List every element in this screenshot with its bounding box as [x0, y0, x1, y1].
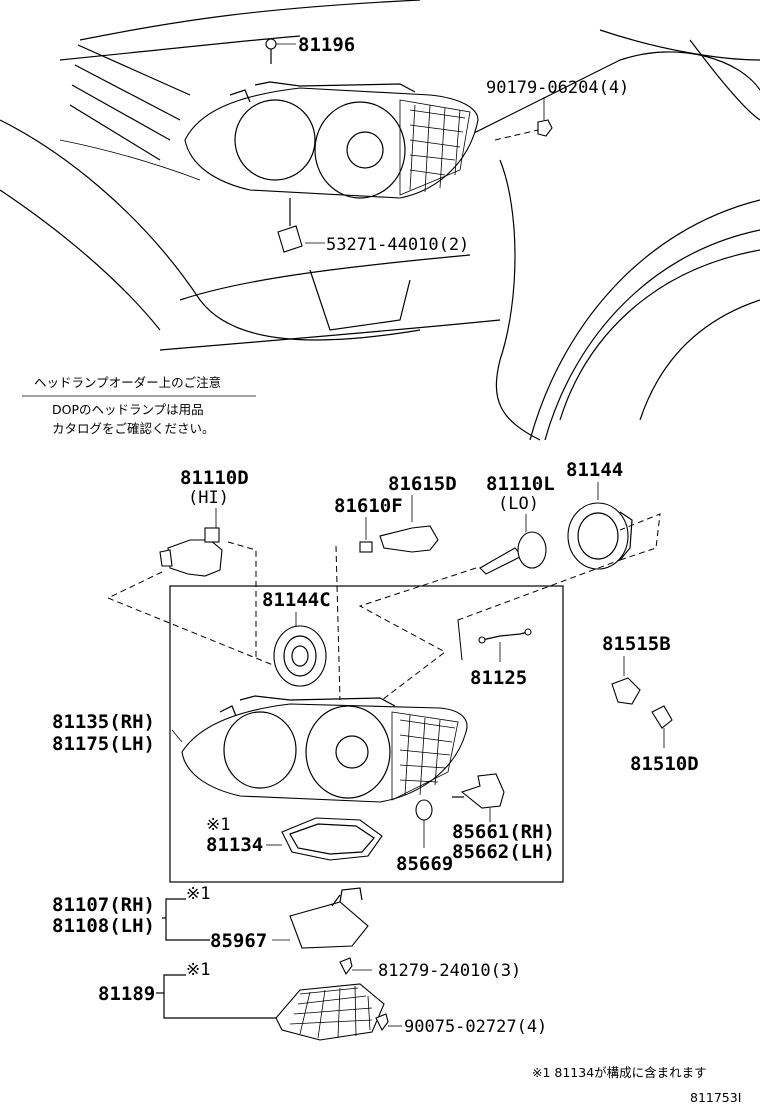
mark-1-c: ※1: [186, 960, 210, 980]
bulb-81615d: 81615D: [379, 473, 457, 553]
socket-81610f: 81610F: [334, 495, 403, 553]
part-label-81279: 81279-24010(3): [378, 961, 521, 981]
part-label-81196: 81196: [298, 34, 355, 56]
part-label-81125: 81125: [470, 667, 527, 689]
part-label-81144: 81144: [566, 459, 623, 481]
part-label-81510d: 81510D: [630, 753, 699, 775]
assembly-box: [169, 585, 564, 883]
cover-81189: 81189 ※1: [98, 960, 385, 1041]
footnote: ※1 81134が構成に含まれます: [532, 1065, 707, 1080]
headlamp-assembly-main: [171, 695, 468, 803]
part-label-81189: 81189: [98, 983, 155, 1005]
part-label-81135: 81135(RH): [52, 711, 155, 733]
order-note: ヘッドランプオーダー上のご注意 DOPのヘッドランプは用品 カタログをご確認くだ…: [22, 375, 256, 436]
part-label-81110l: 81110L: [486, 473, 555, 495]
clip-53271: 53271-44010(2): [277, 198, 469, 255]
cover-81144c: 81144C: [262, 589, 331, 687]
part-label-85662: 85662(LH): [452, 841, 555, 863]
part-label-81110d: 81110D: [180, 467, 249, 489]
bulb-81510d: 81510D: [630, 705, 699, 775]
screw-81279: 81279-24010(3): [339, 957, 521, 981]
part-label-81610f: 81610F: [334, 495, 403, 517]
note-title: ヘッドランプオーダー上のご注意: [34, 375, 221, 390]
part-label-81134: 81134: [206, 834, 263, 856]
part-label-81144c: 81144C: [262, 589, 331, 611]
part-label-81515b: 81515B: [602, 633, 671, 655]
part-label-85661: 85661(RH): [452, 821, 555, 843]
part-label-hi: (HI): [188, 488, 229, 508]
part-label-81107: 81107(RH): [52, 894, 155, 916]
part-labels-81135-81175: 81135(RH) 81175(LH): [52, 711, 155, 755]
vehicle-body-outline: [0, 0, 760, 441]
mark-1-b: ※1: [186, 884, 210, 904]
part-label-81108: 81108(LH): [52, 915, 155, 937]
screw-90075: 90075-02727(4): [375, 1013, 547, 1037]
part-label-53271: 53271-44010(2): [326, 235, 469, 255]
screw-81196: 81196: [265, 34, 355, 64]
nut-90179: 90179-06204(4): [486, 78, 629, 141]
socket-85661: 85661(RH) 85662(LH): [452, 773, 555, 863]
mark-1-a: ※1: [206, 815, 230, 835]
cover-81144: 81144: [566, 459, 633, 570]
wire-81125: 81125: [470, 628, 532, 689]
bulb-81110d: 81110D (HI): [159, 467, 249, 577]
part-label-81615d: 81615D: [388, 473, 457, 495]
diagram-id: 811753I: [690, 1090, 741, 1105]
socket-81515b: 81515B: [602, 633, 671, 705]
note-line-2: カタログをご確認ください。: [52, 421, 215, 436]
ballast-group: 81107(RH) 81108(LH) ※1 85967: [52, 884, 369, 952]
part-label-81175: 81175(LH): [52, 733, 155, 755]
dashed-leaders-top: [106, 513, 661, 701]
part-label-85967: 85967: [210, 930, 267, 952]
part-label-85669: 85669: [396, 853, 453, 875]
part-label-lo: (LO): [498, 494, 539, 514]
headlamp-assembly-top: [184, 81, 479, 199]
gasket-81134: ※1 81134: [206, 815, 383, 861]
note-line-1: DOPのヘッドランプは用品: [52, 402, 204, 417]
part-label-90075: 90075-02727(4): [404, 1017, 547, 1037]
bulb-81110l: 81110L (LO): [479, 473, 555, 575]
oring-85669: 85669: [396, 799, 453, 875]
part-label-90179: 90179-06204(4): [486, 78, 629, 98]
